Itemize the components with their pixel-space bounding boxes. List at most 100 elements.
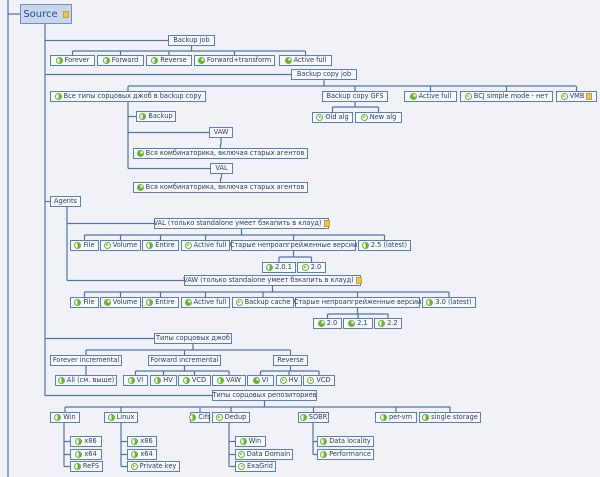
node-fi-all[interactable]: All (см. выше) xyxy=(55,375,117,386)
note-icon[interactable] xyxy=(323,220,330,227)
node-dd-dd[interactable]: Data Domain xyxy=(235,449,293,460)
node-jobs[interactable]: Типы сорцовых джоб xyxy=(154,333,232,344)
node-r-sobr[interactable]: SOBR xyxy=(298,412,329,423)
node-bj-fwdt[interactable]: Forward+transform xyxy=(194,55,275,66)
half-circle-icon xyxy=(131,438,139,445)
play-circle-icon xyxy=(301,264,309,271)
node-r-linux[interactable]: Linux xyxy=(104,412,138,423)
half-circle-icon xyxy=(131,451,139,458)
node-lin-key[interactable]: Private key xyxy=(127,461,180,472)
node-rev-hv[interactable]: HV xyxy=(276,375,302,386)
node-vaw-entire[interactable]: Entire xyxy=(142,297,179,308)
node-label: x86 xyxy=(84,437,97,445)
node-root[interactable]: Source xyxy=(20,4,72,24)
node-gfs-old[interactable]: Old alg xyxy=(312,112,353,123)
node-bj[interactable]: Backup job xyxy=(168,35,215,46)
node-label: Active full xyxy=(193,241,227,249)
node-r-single[interactable]: single storage xyxy=(419,412,481,423)
node-val[interactable]: VAL (только standalone умеет бэкапить в … xyxy=(154,218,330,229)
half-circle-icon xyxy=(73,463,81,470)
node-sobr-perf[interactable]: Performance xyxy=(317,449,374,460)
node-jobs-rev[interactable]: Reverse xyxy=(273,355,308,366)
node-label: ReFS xyxy=(82,462,100,470)
node-win-x64[interactable]: x64 xyxy=(70,449,102,460)
node-sobr-loc[interactable]: Data locality xyxy=(317,436,374,447)
node-all-backup[interactable]: Backup xyxy=(136,111,176,122)
node-vaw-20[interactable]: 2.0 xyxy=(313,318,342,329)
node-val-file[interactable]: File xyxy=(70,240,99,251)
node-bj-reverse[interactable]: Reverse xyxy=(146,55,192,66)
half-circle-icon xyxy=(57,377,65,384)
node-label: Backup cache xyxy=(244,298,291,306)
half-circle-icon xyxy=(426,299,434,306)
node-val-201[interactable]: 2.0.1 xyxy=(262,262,296,273)
node-vaw-22[interactable]: 2.2 xyxy=(374,318,402,329)
node-r-dedup[interactable]: Dedup xyxy=(212,412,250,423)
node-gfs-new[interactable]: New alg xyxy=(355,112,402,123)
node-jobs-fwd[interactable]: Forward incremental xyxy=(148,355,221,366)
node-label: Linux xyxy=(116,413,135,421)
node-val-volume[interactable]: Volume xyxy=(100,240,141,251)
node-bj-active[interactable]: Active full xyxy=(279,55,332,66)
node-val-active[interactable]: Active full xyxy=(181,240,230,251)
node-win-refs[interactable]: ReFS xyxy=(70,461,103,472)
node-vaw-active[interactable]: Active full xyxy=(181,297,230,308)
node-bcj-gfs[interactable]: Backup copy GFS xyxy=(322,91,388,102)
node-label: Forward incremental xyxy=(150,356,219,364)
node-rev-vi[interactable]: VI xyxy=(247,375,274,386)
node-vaw-latest[interactable]: 3.0 (latest) xyxy=(422,297,476,308)
node-bj-forever[interactable]: Forever xyxy=(50,55,95,66)
node-all-vaw[interactable]: VAW xyxy=(209,127,233,138)
node-label: All (см. выше) xyxy=(66,376,115,384)
node-label: Cifs xyxy=(198,413,211,421)
node-r-win[interactable]: Win xyxy=(50,412,80,423)
node-vaw-cache[interactable]: Backup cache xyxy=(232,297,294,308)
node-val-20[interactable]: 2.0 xyxy=(297,262,326,273)
node-bcj-active[interactable]: Active full xyxy=(404,91,457,102)
node-fwd-hv[interactable]: HV xyxy=(150,375,177,386)
half-circle-icon xyxy=(239,438,247,445)
node-vaw-21[interactable]: 2.1 xyxy=(343,318,373,329)
node-val-entire[interactable]: Entire xyxy=(142,240,179,251)
node-r-cifs[interactable]: Cifs xyxy=(189,412,211,423)
node-win-x86[interactable]: x86 xyxy=(70,436,102,447)
node-label: Вся комбинаторика, включая старых агенто… xyxy=(145,183,305,191)
pie-chart-icon xyxy=(317,320,325,327)
node-lin-x64[interactable]: x64 xyxy=(127,449,157,460)
node-rev-vcd[interactable]: VCD xyxy=(303,375,335,386)
node-label: VAW xyxy=(213,128,229,136)
node-label: ExaGrid xyxy=(247,462,273,470)
node-val-latest[interactable]: 2.5 (latest) xyxy=(358,240,411,251)
note-icon[interactable] xyxy=(62,10,69,18)
node-label: Backup job xyxy=(173,36,210,44)
node-vaw[interactable]: VAW (только standalone умеет бэкапить в … xyxy=(183,275,362,286)
half-circle-icon xyxy=(146,242,154,249)
node-dd-exa[interactable]: ExaGrid xyxy=(235,461,276,472)
node-jobs-fi[interactable]: Forever incremental xyxy=(50,355,122,366)
node-agents[interactable]: Agents xyxy=(50,196,81,207)
half-circle-icon xyxy=(107,414,115,421)
node-fwd-vaw[interactable]: VAW xyxy=(212,375,246,386)
node-val-old[interactable]: Старые непроапгрейженные версии xyxy=(230,240,357,251)
node-bcj[interactable]: Backup copy job xyxy=(291,69,357,80)
note-icon[interactable] xyxy=(355,277,362,284)
node-all-vaw-comb[interactable]: Вся комбинаторика, включая старых агенто… xyxy=(133,148,308,159)
node-bcj-vmb[interactable]: VMB xyxy=(556,91,597,102)
node-lin-x86[interactable]: x86 xyxy=(127,436,157,447)
node-vaw-file[interactable]: File xyxy=(70,297,99,308)
node-bcj-all[interactable]: Все типы сорцовых джоб в backup copy xyxy=(50,91,206,102)
node-fwd-vcd[interactable]: VCD xyxy=(178,375,211,386)
node-all-val[interactable]: VAL xyxy=(210,163,233,174)
node-dd-win[interactable]: Win xyxy=(235,436,266,447)
note-icon[interactable] xyxy=(586,93,593,100)
node-bj-forward[interactable]: Forward xyxy=(97,55,144,66)
node-vaw-old[interactable]: Старые непроапгрейженные версии xyxy=(294,297,421,308)
node-bcj-simple[interactable]: BCJ simple mode - нет xyxy=(460,91,553,102)
node-fwd-vi[interactable]: VI xyxy=(123,375,148,386)
node-label: Вся комбинаторика, включая старых агенто… xyxy=(145,149,305,157)
node-all-val-comb[interactable]: Вся комбинаторика, включая старых агенто… xyxy=(133,182,308,193)
node-label: Active full xyxy=(293,56,327,64)
node-repos[interactable]: Типы сорцовых репозиториев xyxy=(212,390,317,401)
node-r-pervm[interactable]: per-vm xyxy=(375,412,417,423)
node-vaw-volume[interactable]: Volume xyxy=(100,297,141,308)
